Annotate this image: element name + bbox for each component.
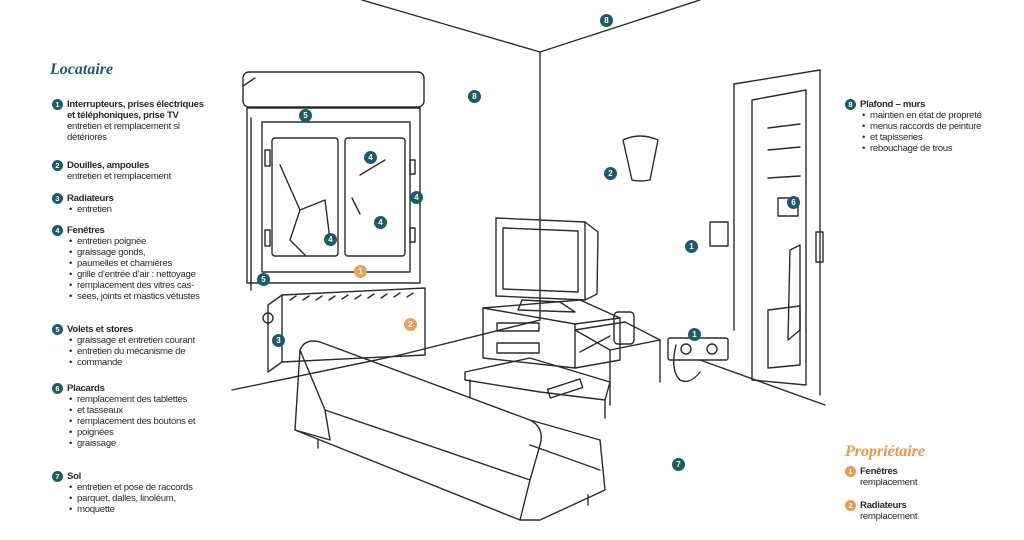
room-walls (231, 0, 826, 406)
item-desc: remplacement (860, 477, 918, 488)
locataire-heading: Locataire (50, 61, 114, 78)
item-title: Fenêtres (860, 466, 898, 477)
item-number-badge: 6 (52, 383, 63, 394)
item-number-badge: 1 (52, 99, 63, 110)
item-desc: remplacement (860, 511, 918, 522)
bullet-continuation: poignées (67, 427, 282, 438)
item-number-badge: 5 (52, 324, 63, 335)
bullet: grille d’entrée d’air : nettoyage (67, 269, 282, 280)
item-bullets: remplacement des tablettes et tasseaux r… (67, 394, 282, 449)
bullet-continuation: et tasseaux (67, 405, 282, 416)
proprietaire-heading: Propriétaire (845, 443, 925, 460)
bullet: graissage gonds, (67, 247, 282, 258)
item-desc: entretien et remplacement si (67, 121, 180, 132)
figure-marker-wall: 8 (468, 90, 481, 103)
bullet: entretien et pose de raccords (67, 482, 282, 493)
bullet: graissage (67, 438, 282, 449)
bullet: remplacement des vitres cas- (67, 280, 282, 291)
bullet: menus raccords de peinture (860, 121, 1020, 132)
figure-marker-outlet: 1 (688, 328, 701, 341)
item-desc: détériorés (67, 132, 107, 143)
figure-marker-window-handle: 4 (374, 216, 387, 229)
bullet: entretien (67, 204, 282, 215)
item-bullets: entretien poignée graissage gonds, paume… (67, 236, 282, 302)
item-title: Volets et stores (67, 324, 133, 335)
figure-marker-switch: 1 (685, 240, 698, 253)
bullet-continuation: et tapisseries (860, 132, 1020, 143)
bullet-continuation: sées, joints et mastics vétustes (67, 291, 282, 302)
item-title: Interrupteurs, prises électriques (67, 99, 204, 110)
item-number-badge: 1 (845, 466, 856, 477)
locataire-item-6: 6 Placards remplacement des tablettes et… (52, 383, 282, 449)
item-title: Douilles, ampoules (67, 160, 150, 171)
locataire-item-1: 1 Interrupteurs, prises électriques et t… (52, 99, 282, 143)
item-desc: entretien et remplacement (67, 171, 171, 182)
console (574, 321, 661, 406)
figure-marker-window-hinge: 4 (410, 191, 423, 204)
item-title: Radiateurs (67, 193, 114, 204)
figure-marker-shutter-control: 5 (257, 273, 270, 286)
plafond-murs-item: 8 Plafond – murs maintien en état de pro… (845, 99, 1020, 154)
item-title: Sol (67, 471, 82, 482)
bullet: remplacement des boutons et (67, 416, 282, 427)
locataire-item-4: 4 Fenêtres entretien poignée graissage g… (52, 225, 282, 302)
bullet: entretien poignée (67, 236, 282, 247)
tv-stand (482, 217, 635, 369)
figure-marker-window-owner: 1 (354, 265, 367, 278)
bullet-continuation: moquette (67, 504, 282, 515)
bullet: graissage et entretien courant (67, 335, 282, 346)
figure-marker-window-glass: 4 (324, 233, 337, 246)
radiator (262, 287, 426, 373)
bullet: maintien en état de propreté (860, 110, 1020, 121)
item-bullets: entretien (67, 204, 282, 215)
item-bullets: entretien et pose de raccords parquet, d… (67, 482, 282, 515)
bullet-continuation: commande (67, 357, 282, 368)
proprietaire-item-1: 1 Fenêtres remplacement (845, 466, 1010, 488)
closet (733, 69, 824, 396)
bullet: remplacement des tablettes (67, 394, 282, 405)
proprietaire-item-2: 2 Radiateurs remplacement (845, 500, 1010, 522)
wall-lamp (622, 135, 659, 182)
item-title: Fenêtres (67, 225, 105, 236)
bullet-continuation: parquet, dalles, linoléum, (67, 493, 282, 504)
wall-outlets (667, 221, 729, 383)
locataire-item-5: 5 Volets et stores graissage et entretie… (52, 324, 282, 368)
figure-marker-radiator: 3 (272, 334, 285, 347)
coffee-table (464, 357, 611, 419)
figure-marker-window-pane: 4 (364, 151, 377, 164)
figure-marker-shutter: 5 (299, 109, 312, 122)
item-number-badge: 2 (52, 160, 63, 171)
item-number-badge: 8 (845, 99, 856, 110)
figure-marker-radiator-owner: 2 (404, 318, 417, 331)
bullet: entretien du mécanisme de (67, 346, 282, 357)
item-title: Placards (67, 383, 105, 394)
sofa (294, 340, 606, 521)
figure-marker-closet: 6 (787, 196, 800, 209)
item-number-badge: 7 (52, 471, 63, 482)
figure-marker-ceiling: 8 (600, 14, 613, 27)
item-bullets: maintien en état de propreté menus racco… (860, 110, 1020, 154)
item-bullets: graissage et entretien courant entretien… (67, 335, 282, 368)
bullet: rebouchage de trous (860, 143, 1020, 154)
locataire-item-7: 7 Sol entretien et pose de raccords parq… (52, 471, 282, 515)
item-title: Plafond – murs (860, 99, 926, 110)
bullet-continuation: paumelles et charnières (67, 258, 282, 269)
locataire-item-2: 2 Douilles, ampoules entretien et rempla… (52, 160, 282, 182)
item-title: Radiateurs (860, 500, 907, 511)
figure-marker-lamp: 2 (604, 167, 617, 180)
figure-marker-floor: 7 (672, 458, 685, 471)
item-number-badge: 3 (52, 193, 63, 204)
item-title-line2: et téléphoniques, prise TV (67, 110, 179, 121)
locataire-item-3: 3 Radiateurs entretien (52, 193, 282, 215)
item-number-badge: 2 (845, 500, 856, 511)
item-number-badge: 4 (52, 225, 63, 236)
